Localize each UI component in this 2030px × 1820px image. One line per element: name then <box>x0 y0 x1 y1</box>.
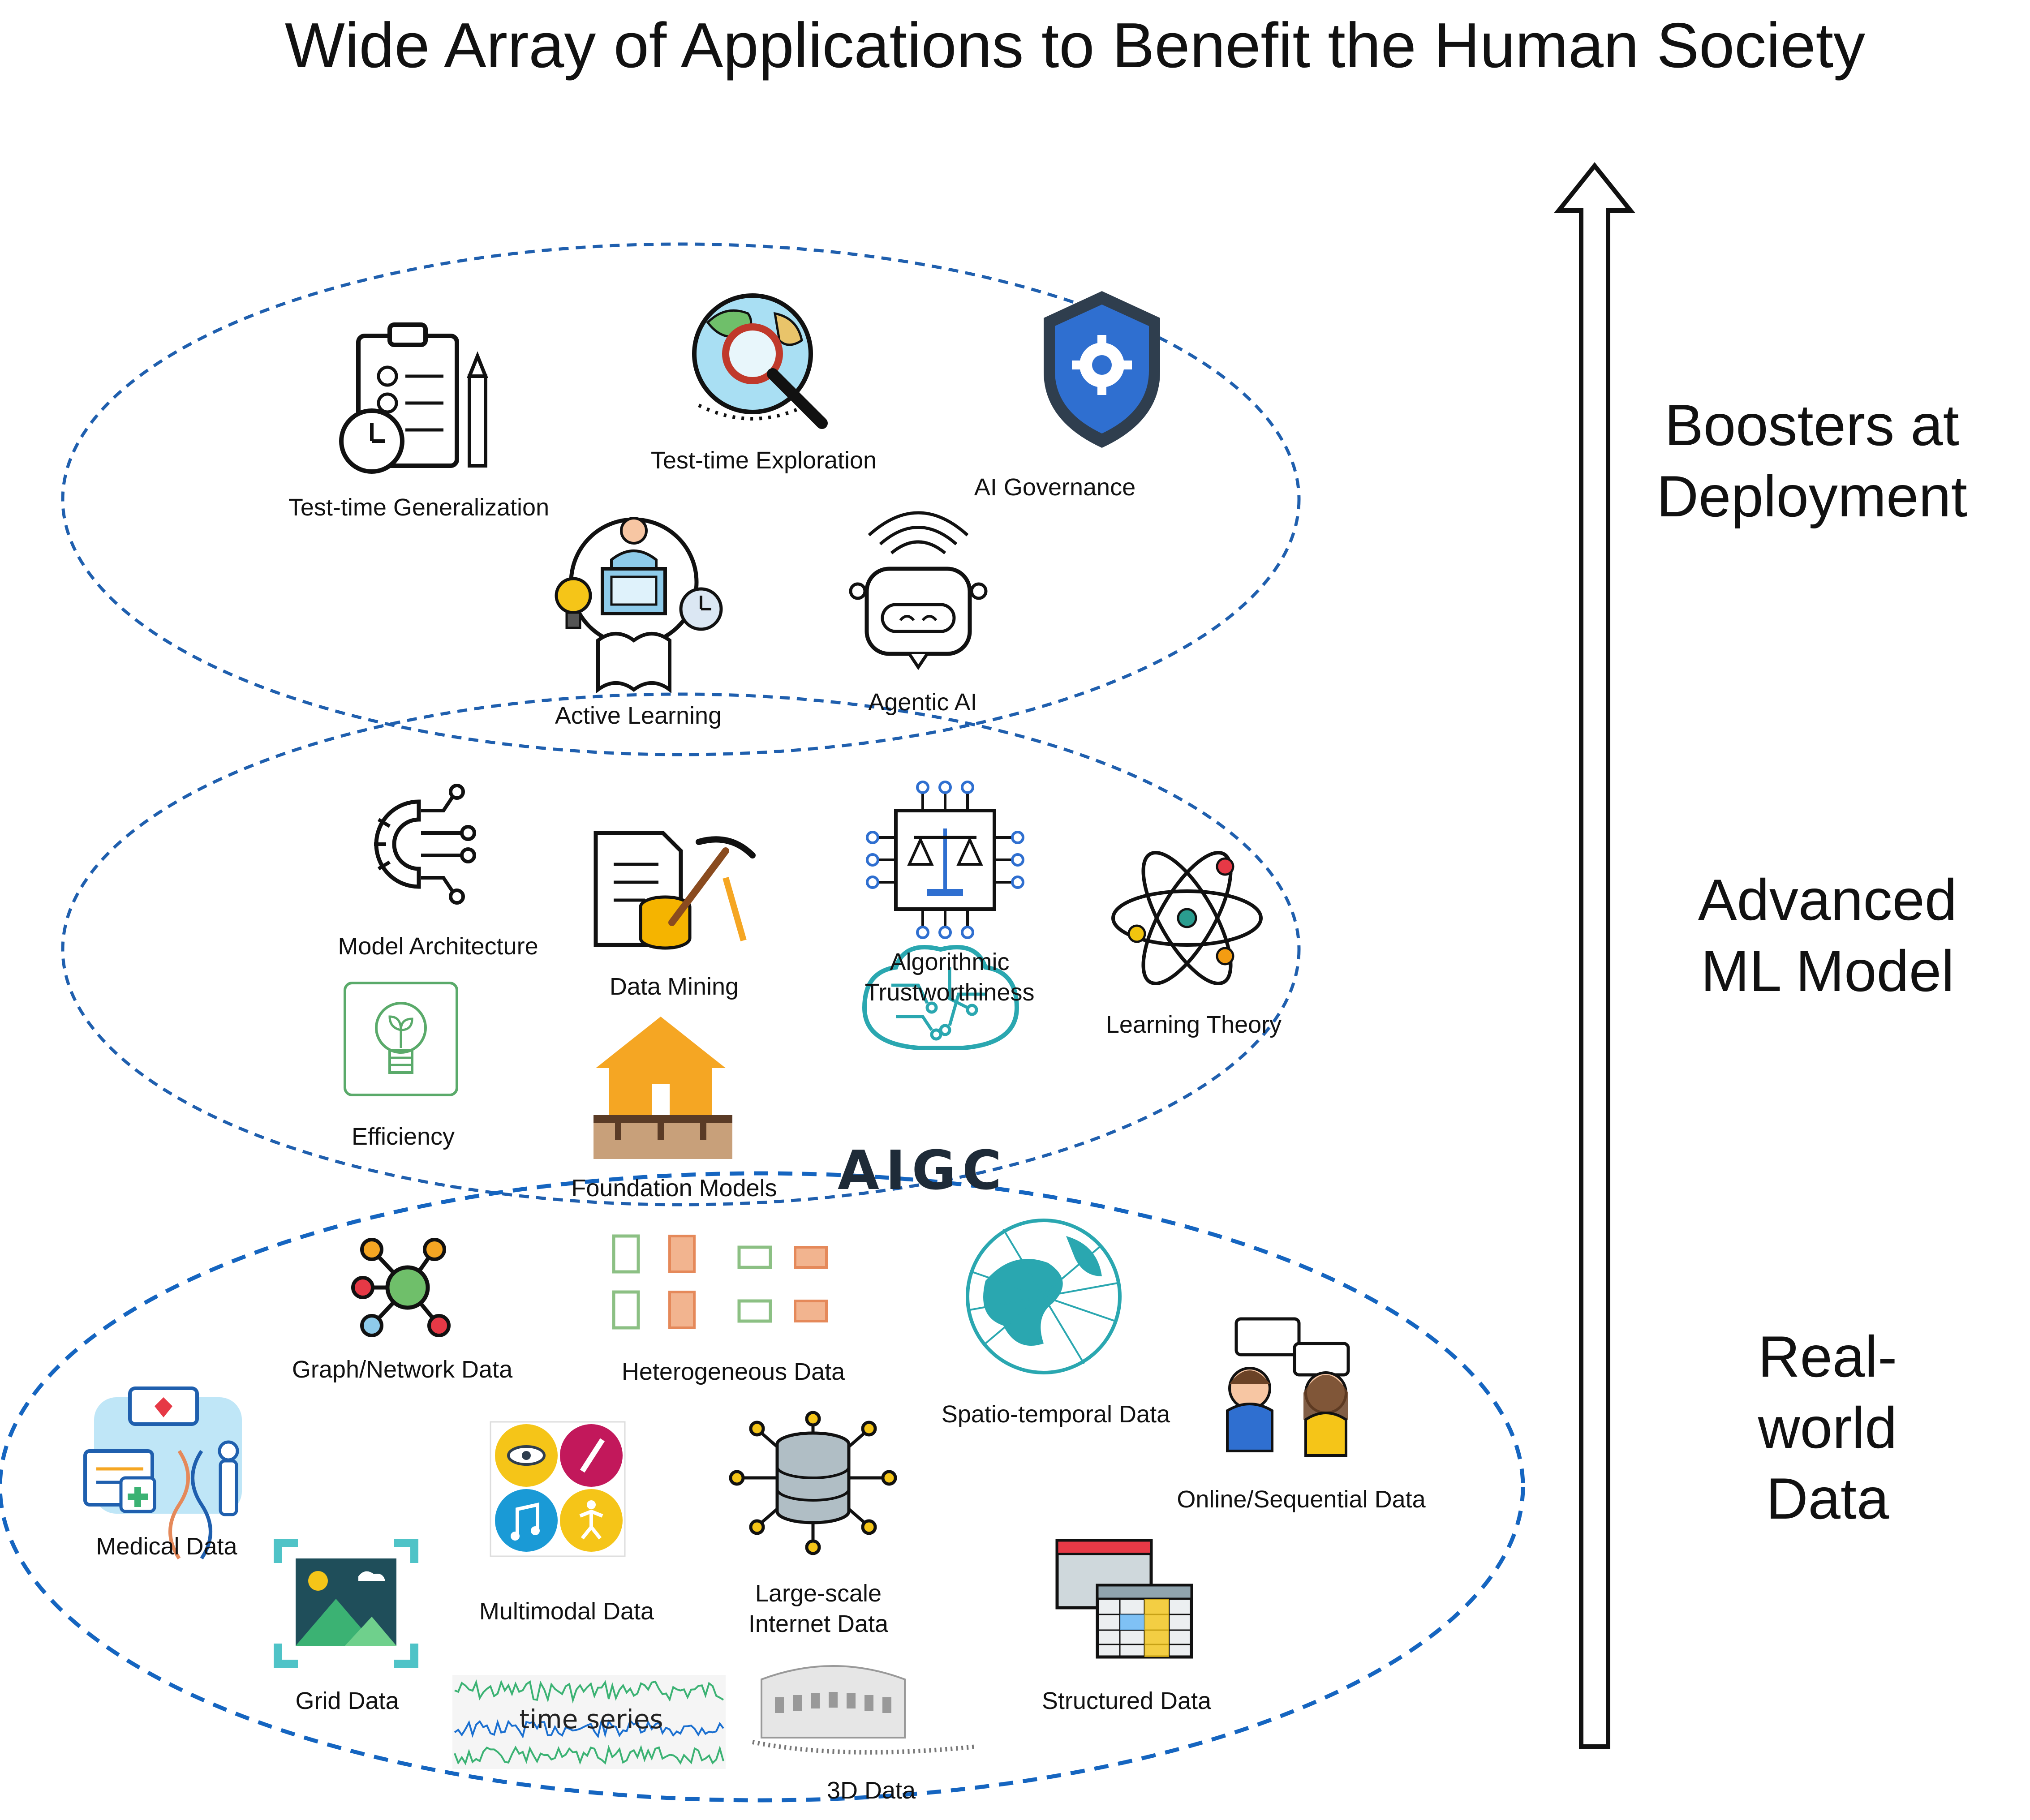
label-active-learning: Active Learning <box>555 702 722 729</box>
data-mining-icon <box>594 831 756 950</box>
house-icon <box>594 1017 732 1159</box>
label-spatio-temporal-data: Spatio-temporal Data <box>941 1401 1170 1428</box>
medical-icon <box>83 1386 242 1560</box>
aigc-logo-text: AIGC <box>837 1140 1008 1202</box>
progression-arrow <box>1554 162 1635 1749</box>
time-series-icon <box>452 1675 726 1769</box>
graph-network-icon <box>351 1238 451 1337</box>
heterogeneous-icon <box>612 1234 828 1330</box>
data-ellipse <box>0 1171 1525 1803</box>
label-efficiency: Efficiency <box>351 1123 455 1150</box>
label-ai-governance: AI Governance <box>974 474 1136 501</box>
label-large-scale-internet-data: Large-scale Internet Data <box>748 1580 889 1637</box>
label-test-time-generalization: Test-time Generalization <box>288 494 550 521</box>
label-online-sequential-data: Online/Sequential Data <box>1177 1486 1426 1513</box>
conversation-icon <box>1226 1317 1350 1457</box>
page-title: Wide Array of Applications to Benefit th… <box>284 10 1866 81</box>
deployment-ellipse <box>61 242 1301 756</box>
label-grid-data: Grid Data <box>295 1687 399 1714</box>
label-graph-network-data: Graph/Network Data <box>292 1356 513 1383</box>
shield-gear-icon <box>1044 291 1160 448</box>
clipboard-clock-icon <box>339 322 488 474</box>
tier-label-data: Real-world Data <box>1758 1324 1897 1532</box>
label-foundation-models: Foundation Models <box>571 1175 777 1202</box>
model-ellipse <box>61 692 1301 1206</box>
atom-icon <box>1111 850 1263 986</box>
label-multimodal-data: Multimodal Data <box>479 1598 654 1625</box>
image-frame-icon <box>274 1539 418 1668</box>
label-medical-data: Medical Data <box>96 1533 237 1560</box>
label-3d-data: 3D Data <box>826 1777 916 1804</box>
globe-magnifier-icon <box>692 293 828 429</box>
database-server-icon <box>729 1411 897 1555</box>
multimodal-icon <box>490 1421 626 1557</box>
tier-label-deployment: Boosters at Deployment <box>1656 392 1967 529</box>
label-algorithmic-trustworthiness: Algorithmic Trustworthiness <box>864 949 1035 1006</box>
gear-circuit-icon <box>374 784 476 905</box>
spreadsheet-icon <box>1055 1539 1193 1659</box>
label-heterogeneous-data: Heterogeneous Data <box>621 1358 845 1385</box>
label-model-architecture: Model Architecture <box>338 933 538 960</box>
active-learning-icon <box>555 517 723 693</box>
colosseum-3d-icon <box>752 1665 977 1755</box>
balance-circuit-icon <box>866 781 1024 939</box>
label-structured-data: Structured Data <box>1041 1687 1212 1714</box>
label-agentic-ai: Agentic AI <box>868 689 977 716</box>
robot-icon <box>849 511 988 670</box>
label-data-mining: Data Mining <box>609 973 739 1000</box>
label-learning-theory: Learning Theory <box>1105 1011 1282 1038</box>
brain-circuit-icon <box>862 945 1019 1050</box>
label-time-series: time series <box>519 1704 663 1734</box>
wireframe-globe-icon <box>966 1219 1122 1374</box>
tier-label-model: Advanced ML Model <box>1698 867 1957 1004</box>
label-test-time-exploration: Test-time Exploration <box>650 447 877 474</box>
lightbulb-sprout-icon <box>344 982 458 1096</box>
